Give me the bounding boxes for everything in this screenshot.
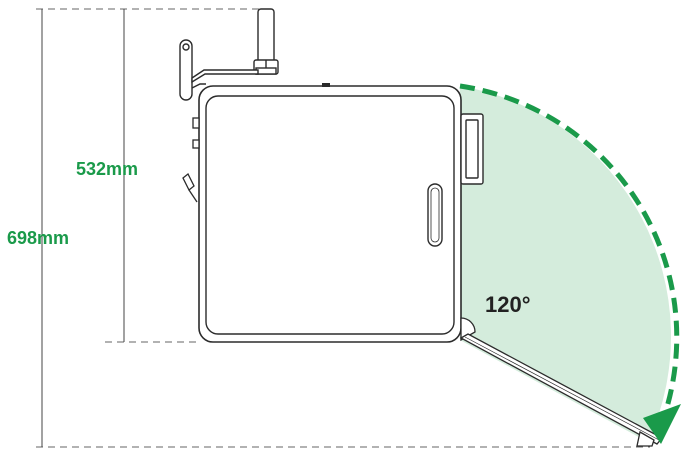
depth-closed-label: 532mm <box>76 159 139 179</box>
cabinet-inner-panel <box>205 95 455 335</box>
handle-slot <box>427 183 443 247</box>
top-fitting <box>322 83 330 87</box>
riser-pipe <box>253 8 279 75</box>
side-latch <box>460 113 484 185</box>
door-hinge <box>460 317 476 342</box>
door-angle-label: 120° <box>485 292 531 317</box>
arrow-head-icon <box>643 404 681 444</box>
reference-lines <box>36 8 650 448</box>
mounting-bracket <box>179 39 259 101</box>
door-swing-area <box>460 86 672 442</box>
side-connector <box>182 117 200 203</box>
depth-open-label: 698mm <box>7 228 70 248</box>
